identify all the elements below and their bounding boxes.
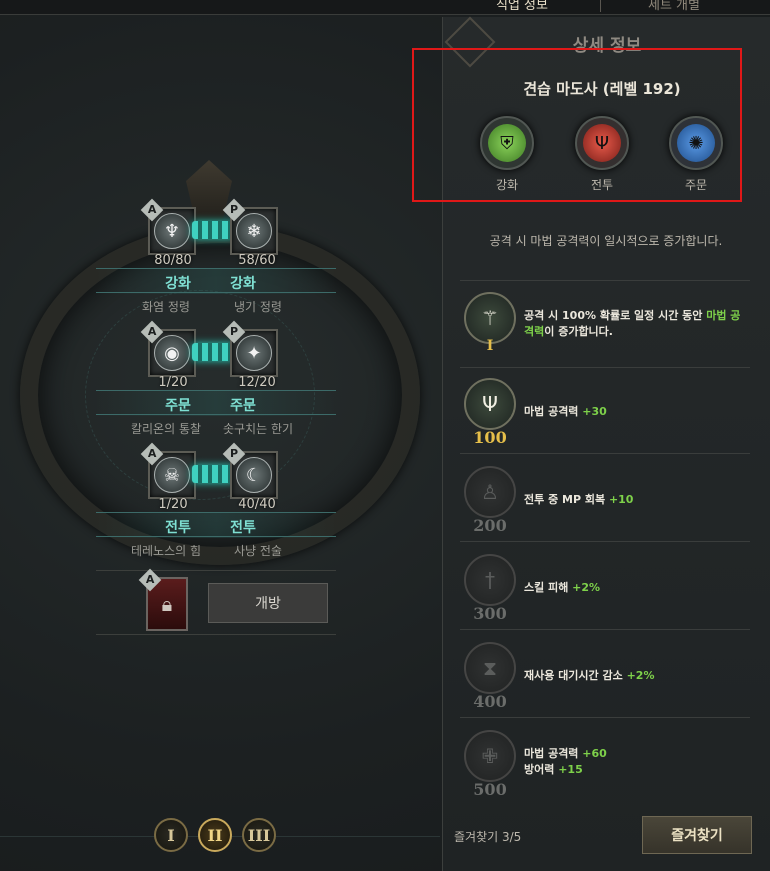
passive-skill-name: 사냥 전술 bbox=[234, 544, 282, 558]
favorites-button[interactable]: 즐겨찾기 bbox=[642, 816, 752, 854]
spell-emblem[interactable]: ✺ bbox=[669, 116, 723, 170]
figure-icon: ♙ bbox=[464, 466, 516, 518]
passive-skill-name: 냉기 정령 bbox=[234, 300, 282, 314]
padlock-icon: 🔒︎ bbox=[161, 592, 173, 616]
tab-divider bbox=[600, 0, 601, 12]
passive-skill-slot[interactable]: P ☾ bbox=[222, 442, 278, 499]
skill-name-row: 칼리온의 통찰 솟구치는 한기 bbox=[96, 414, 336, 440]
bonus-text: 마법 공격력 +60 방어력 +15 bbox=[524, 747, 607, 776]
active-type-label: 전투 bbox=[165, 520, 191, 536]
passive-type-label: 전투 bbox=[230, 520, 256, 536]
staff-icon: ⚚ bbox=[464, 292, 516, 344]
page-selector: I II III bbox=[150, 818, 280, 858]
decorative-rune-circle bbox=[85, 290, 315, 500]
class-name: 견습 마도사 (레벨 192) bbox=[523, 80, 681, 98]
trident-icon: Ψ bbox=[464, 378, 516, 430]
detail-panel-title: 상세 정보 bbox=[572, 36, 642, 56]
active-skill-level: 1/20 bbox=[158, 375, 188, 390]
locked-skill-slot[interactable]: A 🔒︎ bbox=[138, 568, 188, 631]
bonus-text: 스킬 피해 +2% bbox=[524, 581, 601, 594]
passive-skill-name: 솟구치는 한기 bbox=[222, 422, 294, 436]
skill-type-row: 전투 전투 bbox=[96, 512, 336, 538]
page-button-1[interactable]: I bbox=[154, 818, 188, 852]
eye-icon: ◉ bbox=[154, 335, 190, 371]
top-tab-strip: 직업 정보 세트 개별 bbox=[0, 0, 770, 15]
beast-icon: ☠ bbox=[154, 457, 190, 493]
bonus-row: ✙ 500 마법 공격력 +60 방어력 +15 bbox=[460, 720, 750, 806]
skill-name-row: 테레노스의 힘 사냥 전술 bbox=[96, 536, 336, 562]
bonus-level: 400 bbox=[473, 692, 507, 711]
sword-icon: † bbox=[464, 554, 516, 606]
bonus-row: ♙ 200 전투 중 MP 회복 +10 bbox=[460, 456, 750, 542]
active-skill-level: 80/80 bbox=[154, 253, 192, 268]
active-skill-name: 화염 정령 bbox=[142, 300, 190, 314]
link-chain bbox=[192, 465, 234, 483]
bonus-level: I bbox=[486, 338, 494, 354]
tab-class-info[interactable]: 직업 정보 bbox=[496, 0, 548, 13]
passive-skill-level: 40/40 bbox=[238, 497, 276, 512]
link-chain bbox=[192, 343, 234, 361]
bonus-row: † 300 스킬 피해 +2% bbox=[460, 544, 750, 630]
skill-type-row: 주문 주문 bbox=[96, 390, 336, 416]
fire-spirit-icon: ♆ bbox=[154, 213, 190, 249]
active-tag: A bbox=[138, 568, 162, 592]
hourglass-icon: ⧗ bbox=[464, 642, 516, 694]
bonus-row: Ψ 100 마법 공격력 +30 bbox=[460, 368, 750, 454]
active-type-label: 주문 bbox=[165, 398, 191, 414]
bonus-text: 마법 공격력 +30 bbox=[524, 405, 607, 418]
locked-skill-row: A 🔒︎ 개방 bbox=[96, 568, 336, 635]
active-skill-slot[interactable]: A ♆ bbox=[140, 198, 196, 255]
unlock-button[interactable]: 개방 bbox=[208, 583, 328, 623]
bonus-level: 100 bbox=[473, 428, 507, 447]
passive-skill-level: 58/60 bbox=[238, 253, 276, 268]
passive-type-label: 주문 bbox=[230, 398, 256, 414]
page-button-2[interactable]: II bbox=[198, 818, 232, 852]
highlight-box bbox=[412, 48, 742, 202]
skill-name-row: 화염 정령 냉기 정령 bbox=[96, 292, 336, 318]
bonus-level: 300 bbox=[473, 604, 507, 623]
cross-icon: ✙ bbox=[464, 730, 516, 782]
skill-type-row: 강화 강화 bbox=[96, 268, 336, 294]
bonus-text: 공격 시 100% 확률로 일정 시간 동안 마법 공격력이 증가합니다. bbox=[524, 309, 741, 338]
bonus-text: 전투 중 MP 회복 +10 bbox=[524, 493, 634, 506]
passive-type-label: 강화 bbox=[230, 276, 256, 292]
trident-icon: Ψ bbox=[583, 124, 621, 162]
wolf-icon: ☾ bbox=[236, 457, 272, 493]
ice-spirit-icon: ❄ bbox=[236, 213, 272, 249]
helmet-icon: ⛨ bbox=[488, 124, 526, 162]
link-chain bbox=[192, 221, 234, 239]
bonus-row: ⚚ I 공격 시 100% 확률로 일정 시간 동안 마법 공격력이 증가합니다… bbox=[460, 282, 750, 368]
passive-skill-slot[interactable]: P ✦ bbox=[222, 320, 278, 377]
active-skill-slot[interactable]: A ☠ bbox=[140, 442, 196, 499]
ice-spike-icon: ✦ bbox=[236, 335, 272, 371]
emblem-label: 강화 bbox=[495, 178, 519, 192]
combat-emblem[interactable]: Ψ bbox=[575, 116, 629, 170]
favorites-count: 즐겨찾기 3/5 bbox=[454, 830, 522, 844]
tab-set[interactable]: 세트 개별 bbox=[648, 0, 700, 13]
passive-skill-level: 12/20 bbox=[238, 375, 276, 390]
bonus-level: 200 bbox=[473, 516, 507, 535]
emblem-label: 전투 bbox=[590, 178, 614, 192]
enhance-emblem[interactable]: ⛨ bbox=[480, 116, 534, 170]
active-skill-name: 테레노스의 힘 bbox=[130, 544, 202, 558]
divider bbox=[460, 280, 750, 281]
active-skill-level: 1/20 bbox=[158, 497, 188, 512]
active-type-label: 강화 bbox=[165, 276, 191, 292]
active-skill-slot[interactable]: A ◉ bbox=[140, 320, 196, 377]
bonus-text: 재사용 대기시간 감소 +2% bbox=[524, 669, 655, 682]
bonus-row: ⧗ 400 재사용 대기시간 감소 +2% bbox=[460, 632, 750, 718]
bonus-level: 500 bbox=[473, 780, 507, 799]
rune-icon: ✺ bbox=[677, 124, 715, 162]
page-button-3[interactable]: III bbox=[242, 818, 276, 852]
active-skill-name: 칼리온의 통찰 bbox=[130, 422, 202, 436]
emblem-label: 주문 bbox=[684, 178, 708, 192]
passive-skill-slot[interactable]: P ❄ bbox=[222, 198, 278, 255]
effect-description: 공격 시 마법 공격력이 일시적으로 증가합니다. bbox=[489, 234, 723, 248]
